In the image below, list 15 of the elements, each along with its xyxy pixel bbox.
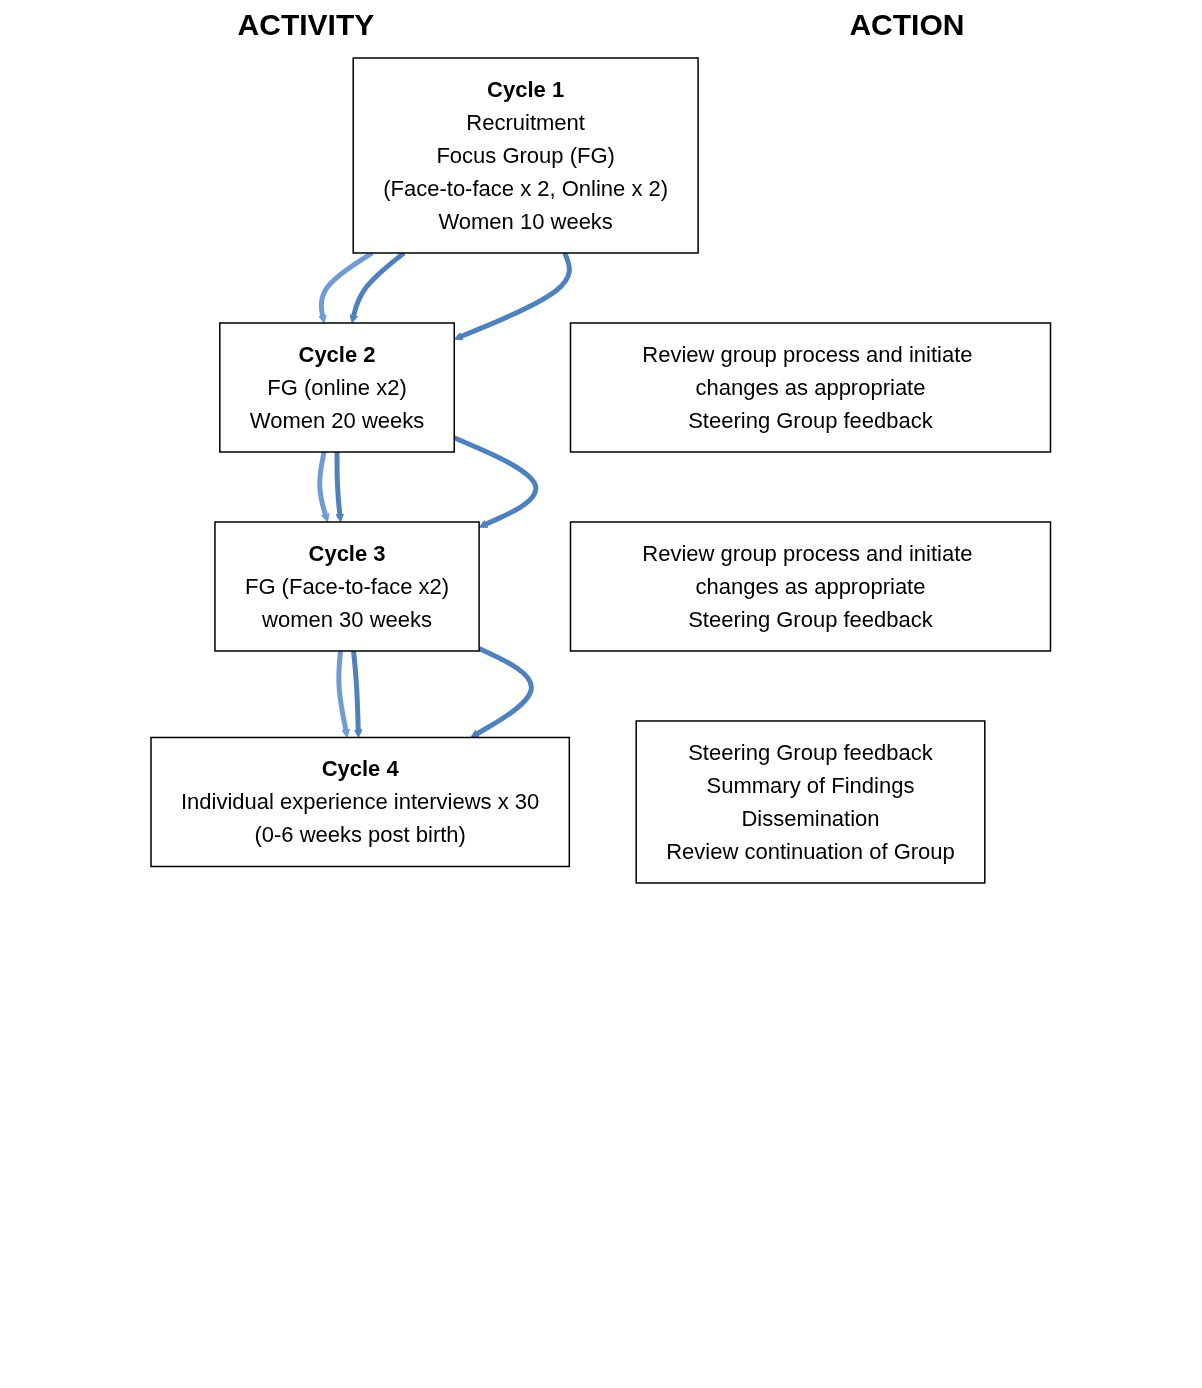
node-box: Review group process and initiate changes as appropriate Steering Group feedback: [570, 521, 1052, 652]
node-box: Cycle 4 Individual experience interviews x 30 (0-6 weeks post birth): [150, 736, 571, 868]
arrow: [470, 646, 535, 738]
column-heading: ACTIVITY: [237, 8, 375, 42]
node-box: Cycle 1 Recruitment Focus Group (FG) (Face-to-face x 2, Online x 2) Women 10 weeks: [352, 57, 700, 254]
arrow: [454, 252, 573, 341]
node-box: Cycle 2 FG (online x2) Women 20 weeks: [219, 322, 456, 453]
arrow: [336, 650, 351, 738]
arrow: [351, 650, 363, 738]
arrow: [317, 451, 330, 523]
column-heading: ACTION: [849, 8, 965, 42]
node-box: Steering Group feedback Summary of Findings Dissemination Review continuation of Group: [635, 720, 986, 884]
node-box: Review group process and initiate changes as appropriate Steering Group feedback: [570, 322, 1052, 453]
arrow: [334, 452, 345, 523]
node-box: Cycle 3 FG (Face-to-face x2) women 30 weeks: [214, 521, 481, 652]
